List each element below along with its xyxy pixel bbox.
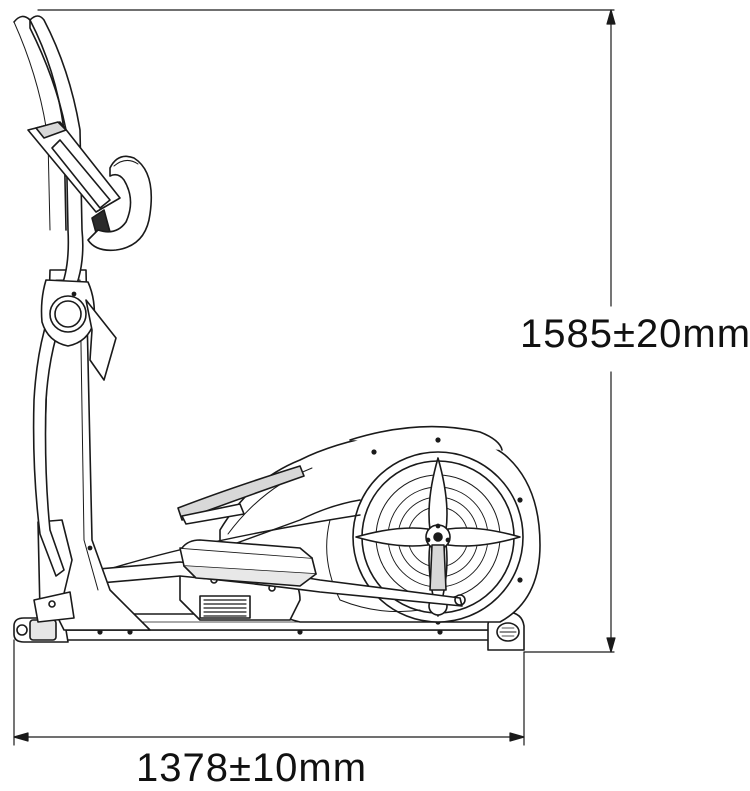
console [27,121,153,252]
width-dimension [13,639,525,746]
height-dimension-label: 1585±20mm [520,312,750,356]
height-dimension [37,9,616,653]
width-dimension-label: 1378±10mm [136,746,368,790]
width-arrow-right [509,732,525,742]
width-arrow-left [13,732,29,742]
mast-base-bracket [33,591,75,623]
height-arrow-bottom [606,637,616,653]
rear-pedal-arm [99,465,361,573]
front-stabilizer [13,617,69,643]
pivot-housing [40,279,117,381]
height-arrow-top [606,9,616,25]
